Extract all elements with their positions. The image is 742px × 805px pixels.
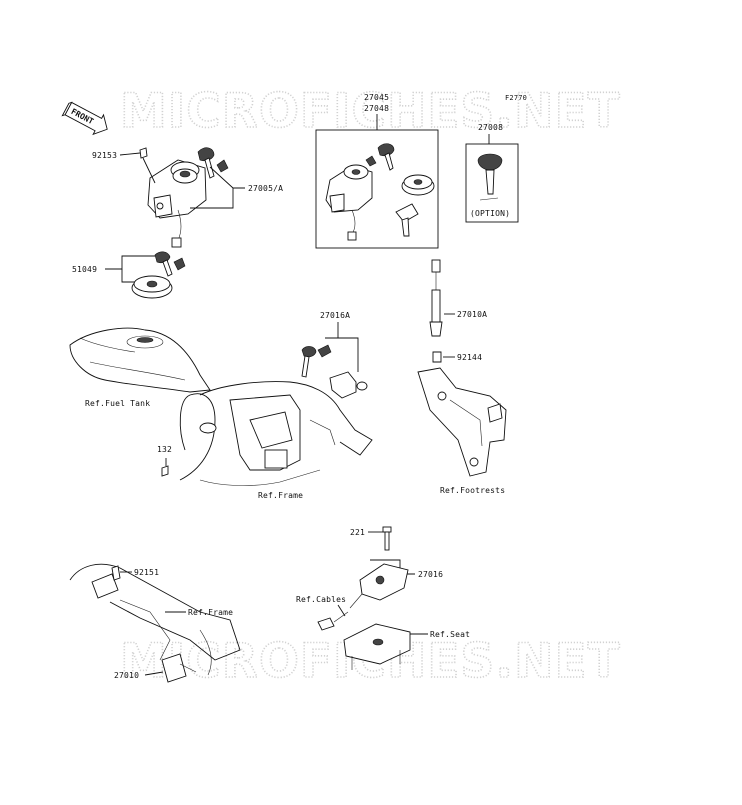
label-27016: 27016 bbox=[418, 570, 443, 579]
label-27008: 27008 bbox=[478, 123, 503, 132]
fuel-tank-outline bbox=[69, 327, 211, 393]
label-ref-footrests: Ref.Footrests bbox=[440, 486, 505, 495]
label-27045: 27045 bbox=[364, 93, 389, 102]
switch-27010A-parts bbox=[429, 259, 443, 363]
label-ref-cables: Ref.Cables bbox=[296, 595, 346, 604]
seat-lock-key-parts bbox=[301, 344, 368, 399]
front-arrow-icon: FRONT bbox=[61, 101, 108, 136]
label-92153: 92153 bbox=[92, 151, 117, 160]
label-27016A: 27016A bbox=[320, 311, 350, 320]
label-27010: 27010 bbox=[114, 671, 139, 680]
label-option: (OPTION) bbox=[470, 209, 510, 218]
bolt-221-icon bbox=[382, 526, 392, 551]
label-27005A: 27005/A bbox=[248, 184, 283, 193]
label-ref-seat: Ref.Seat bbox=[430, 630, 470, 639]
label-92144: 92144 bbox=[457, 353, 482, 362]
label-27048: 27048 bbox=[364, 104, 389, 113]
label-51049: 51049 bbox=[72, 265, 97, 274]
label-ref-frame-low: Ref.Frame bbox=[188, 608, 233, 617]
label-27010A: 27010A bbox=[457, 310, 487, 319]
fuel-cap-assembly bbox=[131, 251, 186, 299]
label-132: 132 bbox=[157, 445, 172, 454]
key-set-parts bbox=[325, 143, 435, 241]
label-221: 221 bbox=[350, 528, 365, 537]
footrest-bracket-outline bbox=[417, 367, 507, 477]
frame-outline-mid bbox=[179, 381, 373, 486]
seat-lock-27016-parts bbox=[317, 563, 411, 670]
option-key-icon bbox=[477, 153, 503, 201]
ignition-switch-assembly bbox=[139, 147, 229, 248]
switch-27010-parts bbox=[111, 565, 197, 683]
label-92151: 92151 bbox=[134, 568, 159, 577]
option-key-box bbox=[465, 143, 519, 223]
label-ref-frame-mid: Ref.Frame bbox=[258, 491, 303, 500]
label-ref-fuel-tank: Ref.Fuel Tank bbox=[85, 399, 150, 408]
figure-code: F2770 bbox=[505, 94, 527, 102]
